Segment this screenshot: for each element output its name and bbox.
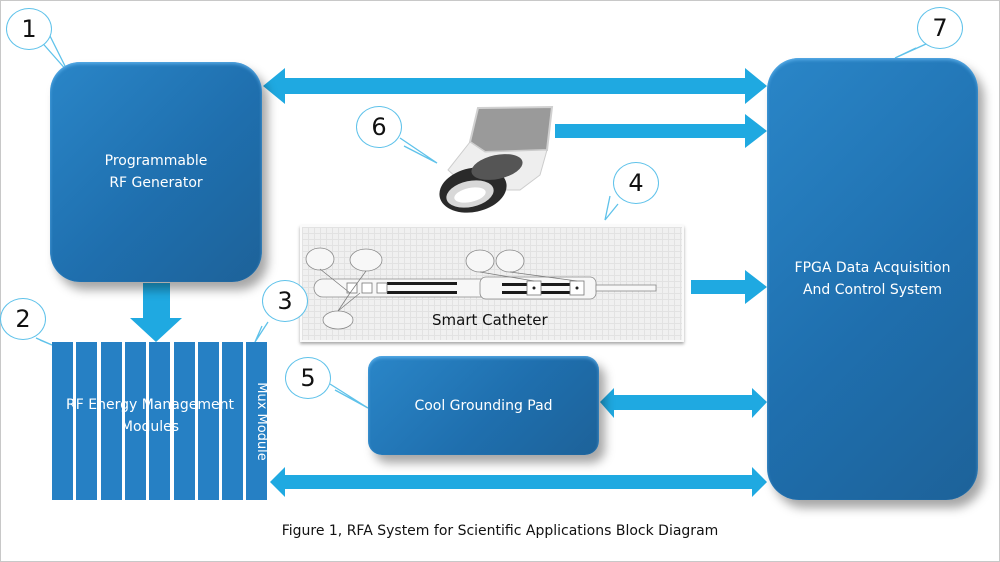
energy-module-strip bbox=[124, 342, 146, 500]
callout-3: 3 bbox=[262, 280, 308, 322]
callout-tail-3 bbox=[254, 321, 269, 343]
arrow-rf-modules bbox=[130, 283, 182, 342]
mux-module-block: Mux Module bbox=[250, 342, 272, 500]
callout-1: 1 bbox=[6, 8, 52, 50]
arrow-probe-fpga bbox=[555, 114, 767, 148]
callout-4: 4 bbox=[613, 162, 659, 204]
callout-tail-7 bbox=[894, 43, 927, 59]
energy-module-strip bbox=[173, 342, 195, 500]
energy-module-strip bbox=[52, 342, 73, 500]
energy-module-strip bbox=[222, 342, 244, 500]
rf-generator-label-1: Programmable bbox=[104, 153, 208, 169]
energy-modules-block: RF Energy Management Modules Mux Module bbox=[52, 342, 270, 500]
energy-modules-label-2: Modules bbox=[120, 419, 180, 435]
fpga-label-1: FPGA Data Acquisition bbox=[794, 260, 951, 276]
callout-5: 5 bbox=[285, 357, 331, 399]
mux-module-strip bbox=[246, 342, 268, 500]
callout-tail-5 bbox=[329, 383, 369, 409]
callout-tail-2 bbox=[35, 337, 53, 346]
arrow-pad-fpga bbox=[600, 388, 767, 418]
grounding-pad-block: Cool Grounding Pad bbox=[368, 356, 599, 455]
smart-catheter-label: Smart Catheter bbox=[432, 311, 548, 329]
energy-modules-label: RF Energy Management Modules bbox=[52, 394, 248, 438]
arrow-catheter-fpga bbox=[691, 270, 767, 304]
figure-caption: Figure 1, RFA System for Scientific Appl… bbox=[281, 523, 719, 539]
rf-generator-label-2: RF Generator bbox=[109, 175, 203, 191]
callout-tail-6 bbox=[399, 137, 438, 164]
grounding-pad-label: Cool Grounding Pad bbox=[414, 397, 553, 414]
callout-7: 7 bbox=[917, 7, 963, 49]
callout-2: 2 bbox=[0, 298, 46, 340]
energy-module-strip bbox=[76, 342, 98, 500]
rf-generator-block: Programmable RF Generator bbox=[50, 62, 262, 282]
callout-6: 6 bbox=[356, 106, 402, 148]
energy-module-strip bbox=[197, 342, 219, 500]
fpga-label-2: And Control System bbox=[802, 282, 943, 298]
mux-module-label: Mux Module bbox=[253, 381, 269, 461]
energy-module-strip bbox=[149, 342, 171, 500]
energy-module-strip bbox=[100, 342, 122, 500]
fpga-block: FPGA Data Acquisition And Control System bbox=[767, 58, 978, 500]
arrow-rf-fpga bbox=[263, 68, 767, 104]
energy-modules-label-1: RF Energy Management bbox=[66, 397, 234, 413]
callout-tail-4 bbox=[604, 195, 619, 221]
catheter-schematic bbox=[305, 247, 657, 330]
arrow-mux-fpga bbox=[270, 467, 767, 497]
smart-catheter-block: Smart Catheter bbox=[300, 225, 684, 342]
